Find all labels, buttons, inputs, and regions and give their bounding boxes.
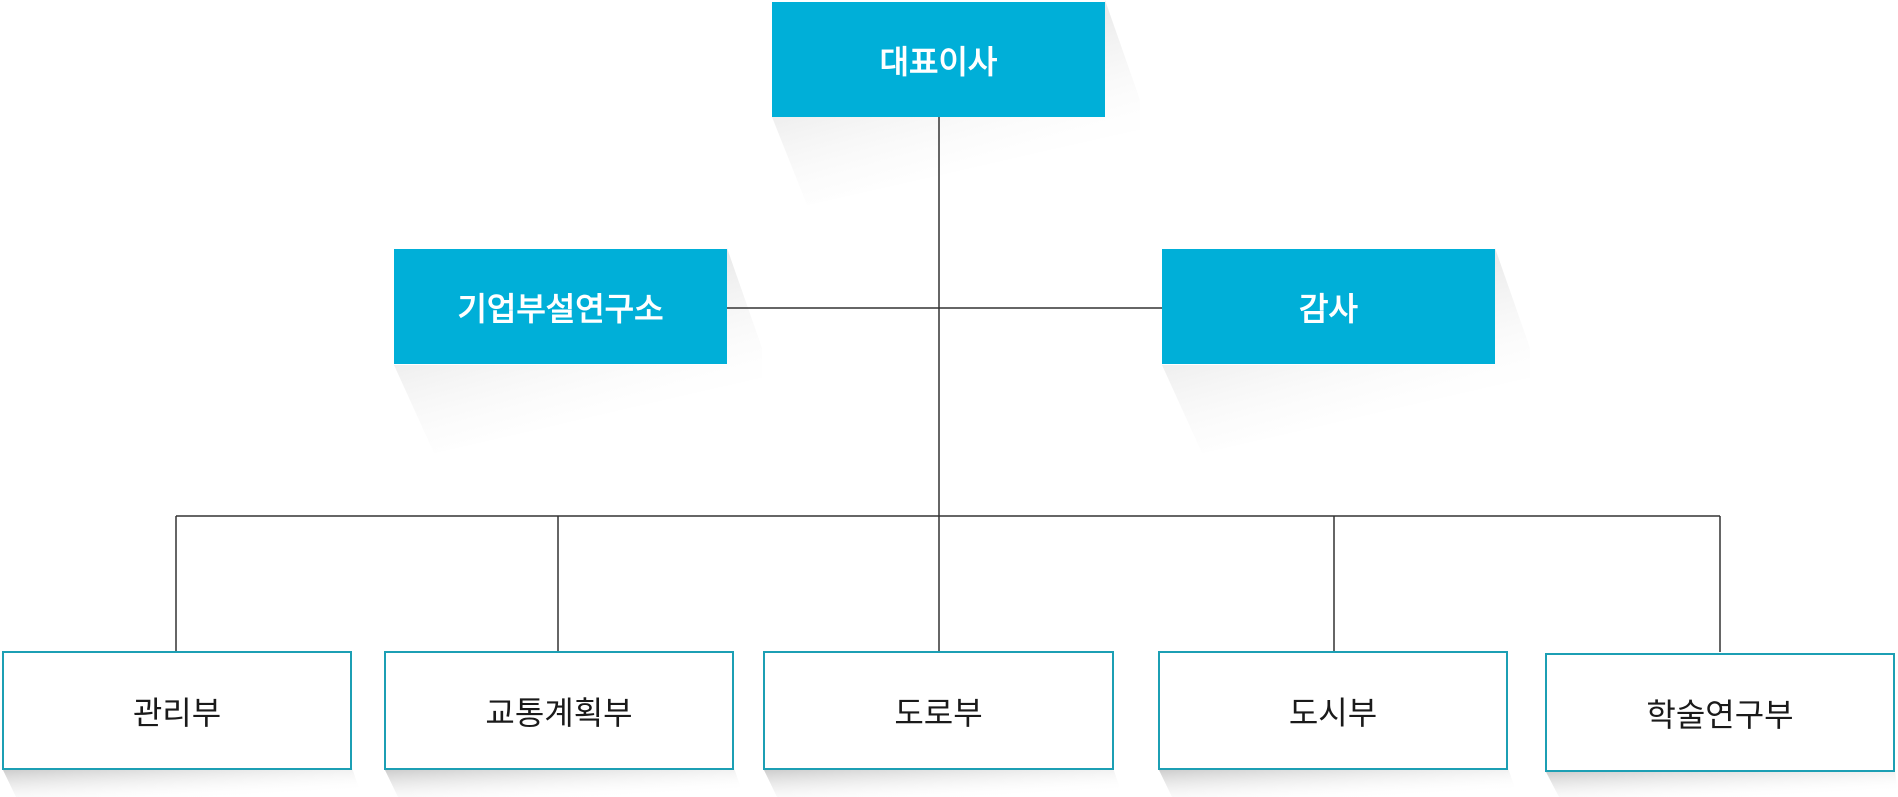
dept-shadow-2 — [384, 768, 744, 797]
department-box-road: 도로부 — [763, 651, 1114, 770]
dept-shadow-5 — [1545, 770, 1898, 797]
audit-label: 감사 — [1299, 289, 1358, 328]
ceo-label: 대표이사 — [879, 42, 998, 81]
department-box-urban: 도시부 — [1158, 651, 1508, 770]
ceo-shadow — [772, 0, 1140, 205]
department-box-management: 관리부 — [2, 651, 352, 770]
research-lab-label: 기업부설연구소 — [457, 289, 664, 328]
lab-shadow — [394, 248, 762, 453]
dept-shadow-1 — [2, 768, 362, 797]
dept-shadow-3 — [763, 768, 1123, 797]
department-box-transport-planning: 교통계획부 — [384, 651, 734, 770]
dept-shadow-4 — [1158, 768, 1518, 797]
ceo-box: 대표이사 — [772, 2, 1105, 117]
audit-box: 감사 — [1162, 249, 1495, 364]
department-label: 학술연구부 — [1646, 695, 1794, 734]
department-label: 교통계획부 — [485, 693, 633, 732]
audit-shadow — [1162, 248, 1530, 453]
department-box-academic-research: 학술연구부 — [1545, 653, 1895, 772]
research-lab-box: 기업부설연구소 — [394, 249, 727, 364]
department-label: 도시부 — [1288, 693, 1378, 732]
department-label: 도로부 — [894, 693, 983, 732]
department-label: 관리부 — [132, 693, 222, 732]
